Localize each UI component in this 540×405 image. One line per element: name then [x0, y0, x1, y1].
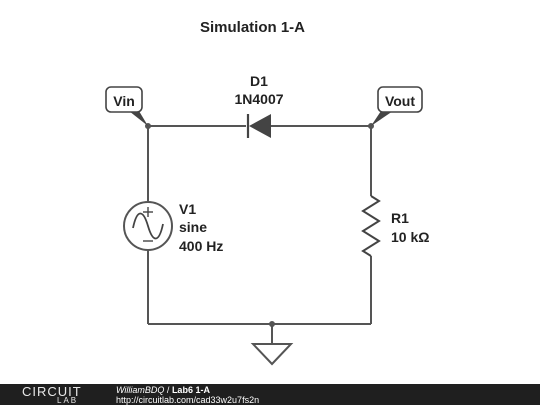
footer-bar [0, 384, 540, 405]
diode-part-label: 1N4007 [234, 91, 283, 107]
ground-icon[interactable] [250, 343, 294, 366]
diode-triangle [249, 114, 271, 138]
resistor-r1-symbol[interactable] [361, 195, 381, 257]
vin-label-tail [129, 111, 148, 126]
voltage-source-v1-symbol[interactable] [123, 201, 173, 251]
author-project-line: WilliamBDQ / Lab6 1-A [116, 385, 210, 395]
junction-ground [269, 321, 275, 327]
source-freq-label: 400 Hz [179, 238, 223, 254]
node-label-vin[interactable]: Vin [105, 86, 148, 126]
diode-ref-label: D1 [250, 73, 268, 89]
project-name[interactable]: Lab6 1-A [171, 385, 210, 395]
vin-label-text: Vin [113, 93, 135, 109]
brand-subname: LAB [57, 396, 79, 405]
vout-label-box [377, 86, 423, 113]
author-name[interactable]: WilliamBDQ [116, 385, 165, 395]
sine-wave-icon [132, 212, 164, 240]
author-separator: / [164, 385, 172, 395]
source-type-label: sine [179, 219, 207, 235]
resistor-ref-label: R1 [391, 210, 409, 226]
node-label-vout[interactable]: Vout [371, 86, 423, 126]
project-url[interactable]: http://circuitlab.com/cad33w2u7fs2n [116, 395, 260, 405]
vin-label-box [105, 86, 143, 113]
page-title: Simulation 1-A [199, 19, 305, 36]
brand-name: CIRCUIT [22, 384, 82, 399]
diode-d1-symbol[interactable] [246, 114, 271, 138]
vout-label-text: Vout [385, 93, 415, 109]
source-ref-label: V1 [179, 201, 196, 217]
wires [147, 125, 372, 344]
resistor-value-label: 10 kΩ [391, 229, 429, 245]
vout-label-tail [371, 111, 393, 126]
